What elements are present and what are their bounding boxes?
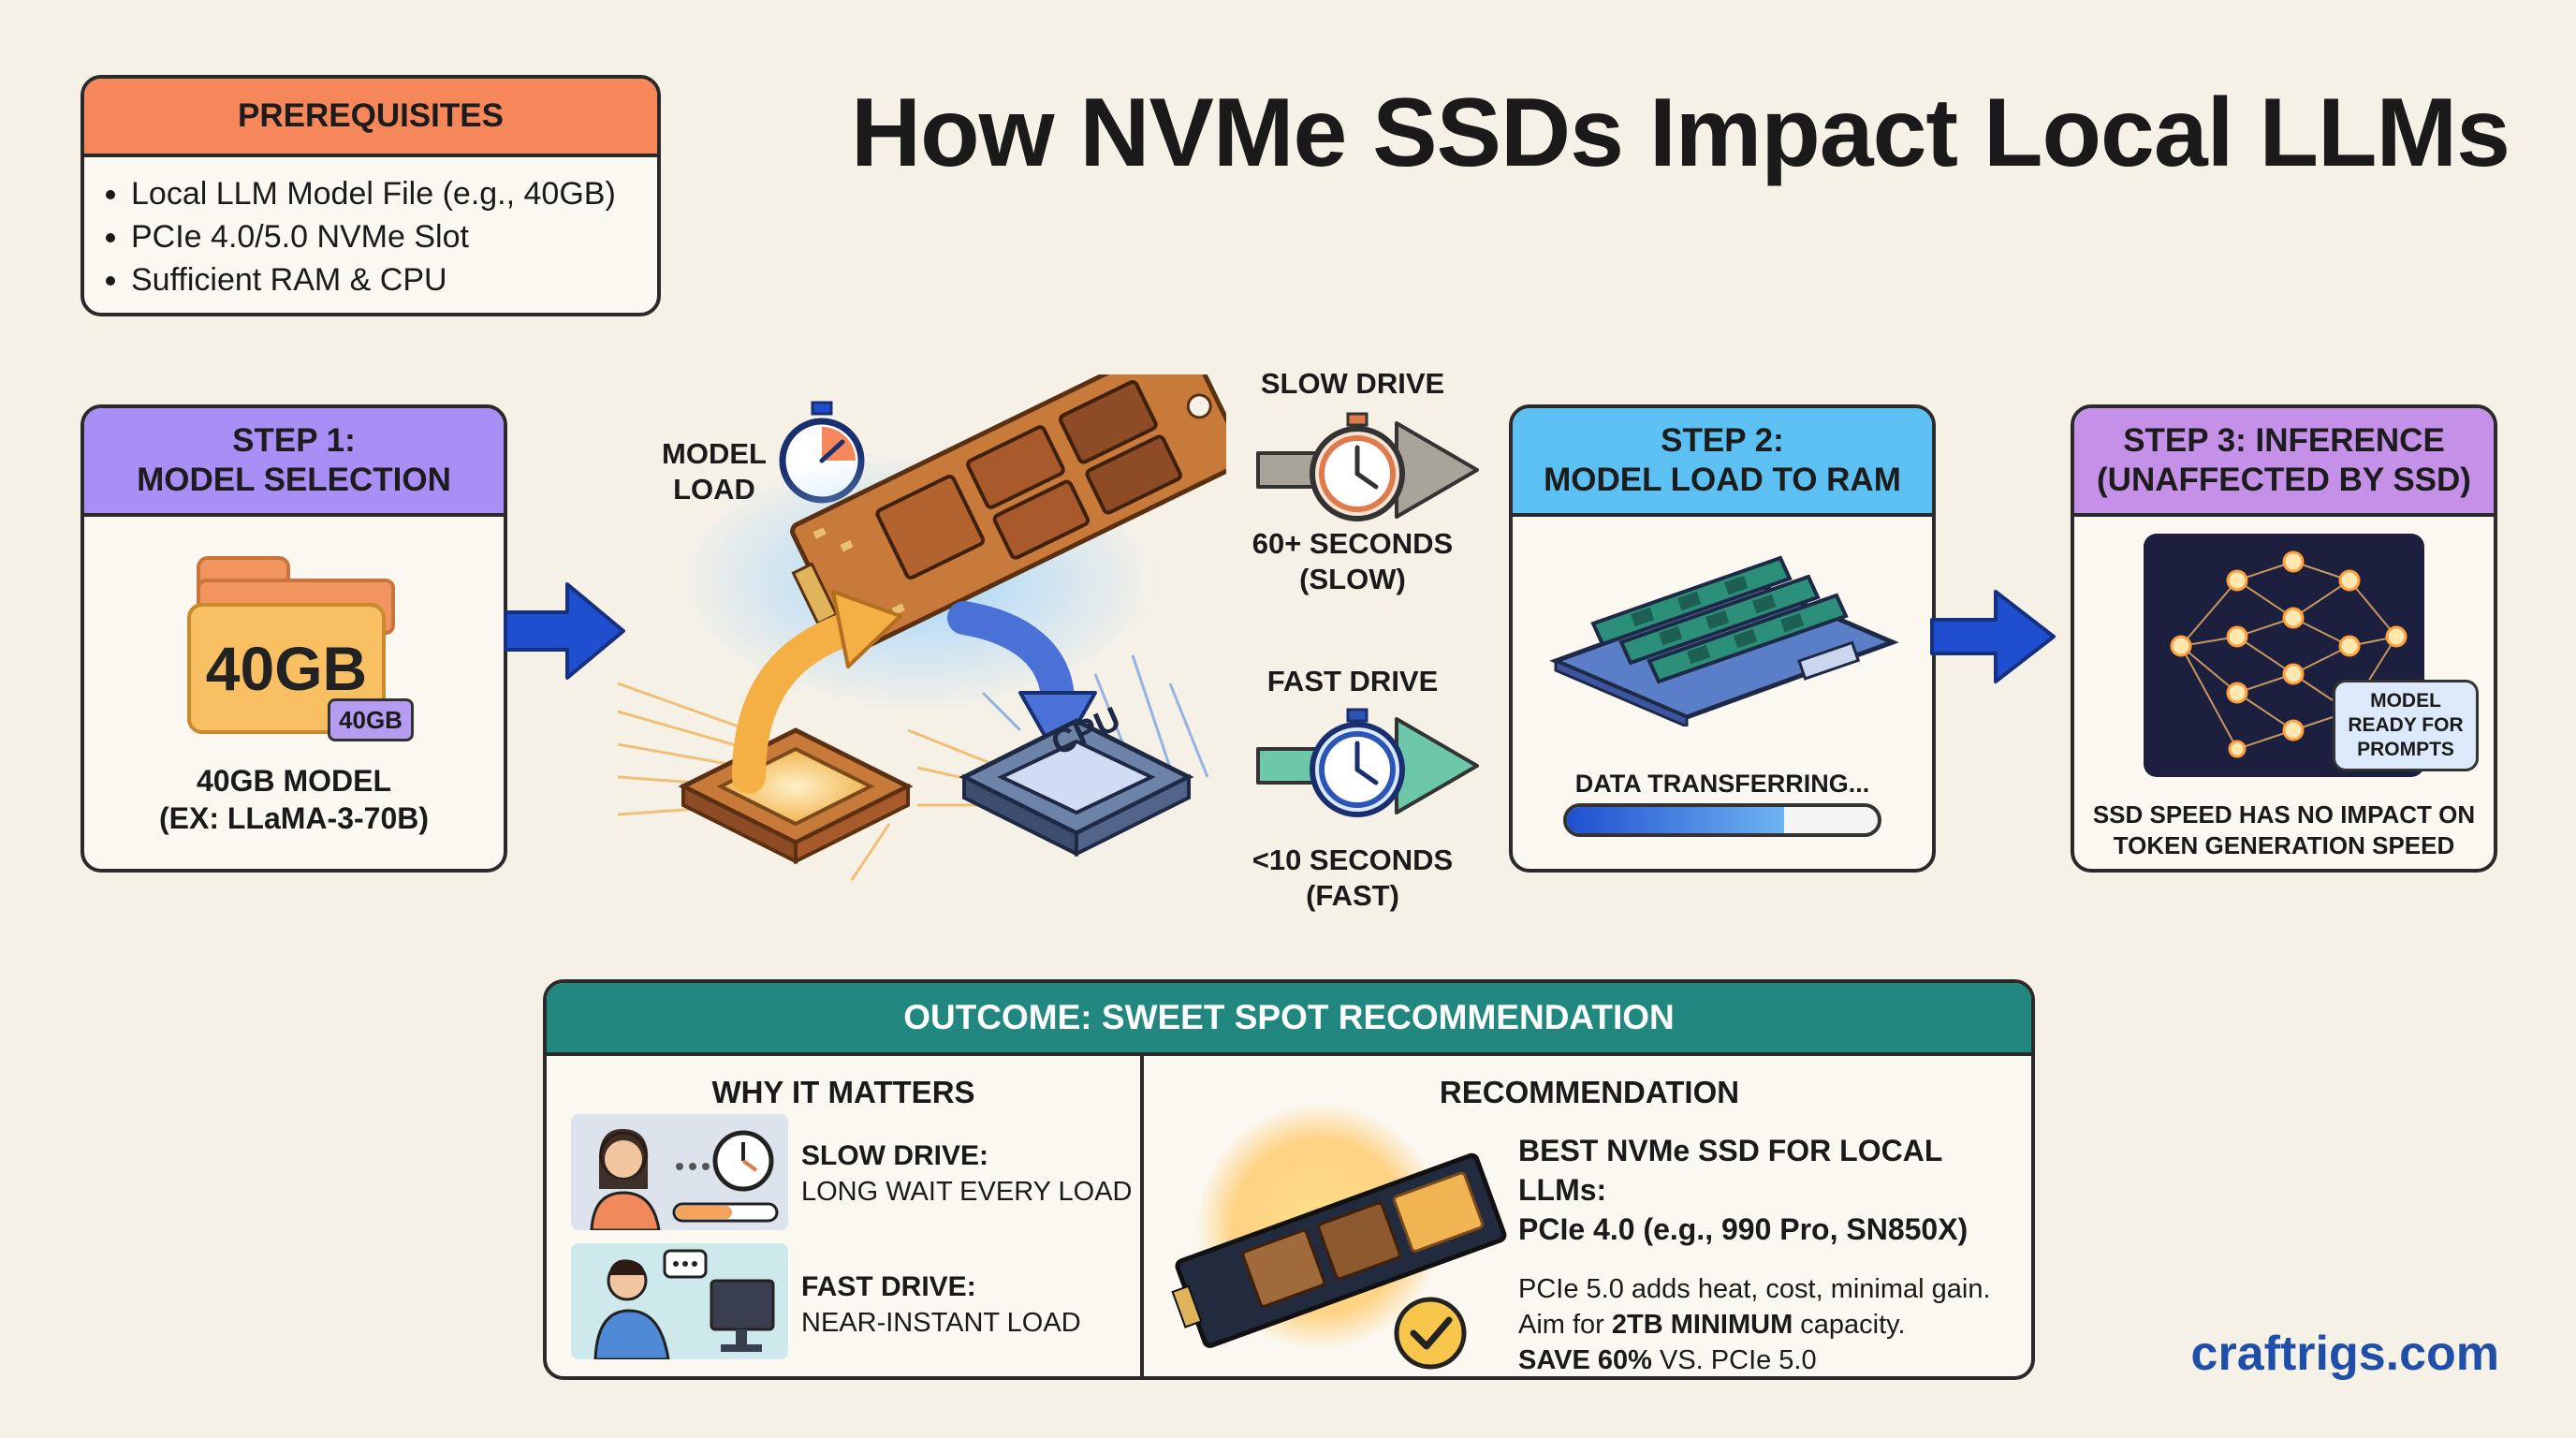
prerequisite-item: PCIe 4.0/5.0 NVMe Slot <box>131 215 646 258</box>
folder-size-label: 40GB <box>205 634 368 703</box>
step1-caption-line1: 40GB MODEL <box>196 764 392 798</box>
slow-drive-why-desc: LONG WAIT EVERY LOAD <box>801 1177 1133 1207</box>
page-title: How NVMe SSDs Impact Local LLMs <box>851 79 2510 187</box>
slow-drive-why: SLOW DRIVE: LONG WAIT EVERY LOAD <box>801 1138 1138 1210</box>
step1-header: STEP 1: MODEL SELECTION <box>84 408 504 517</box>
folder-icon: 40GB 40GB <box>187 556 414 741</box>
recommendation-header: RECOMMENDATION <box>1439 1075 1740 1109</box>
recommended-ssd-icon <box>1171 1105 1507 1370</box>
prerequisites-header: PREREQUISITES <box>84 79 657 157</box>
note2-bold: 2TB MINIMUM <box>1611 1310 1793 1340</box>
fast-drive-why-title: FAST DRIVE: <box>801 1271 976 1302</box>
brand-link[interactable]: craftrigs.com <box>2190 1327 2499 1381</box>
fast-drive-why-desc: NEAR-INSTANT LOAD <box>801 1308 1081 1338</box>
note2-post: capacity. <box>1793 1310 1906 1340</box>
step2-card: STEP 2: MODEL LOAD TO RAM DATA TRANSFERR… <box>1509 404 1936 873</box>
step3-caption-line2: TOKEN GENERATION SPEED <box>2113 831 2455 859</box>
fast-time: <10 SECONDS (FAST) <box>1226 843 1479 914</box>
prerequisites-card: PREREQUISITES Local LLM Model File (e.g.… <box>80 75 661 316</box>
bubble-line1: MODEL <box>2370 690 2441 712</box>
step3-title-line1: STEP 3: INFERENCE <box>2123 422 2445 459</box>
flow-arrow-icon <box>504 582 625 680</box>
best-ssd-line1: BEST NVMe SSD FOR LOCAL LLMs: <box>1518 1134 1942 1207</box>
slow-time: 60+ SECONDS (SLOW) <box>1226 526 1479 597</box>
step1-caption-line2: (EX: LLaMA-3-70B) <box>158 801 429 835</box>
slow-drive-label: SLOW DRIVE <box>1260 367 1445 400</box>
slow-arrow-icon <box>1256 412 1479 521</box>
flow-arrow-icon <box>1930 590 2056 683</box>
bubble-line2: READY FOR <box>2348 714 2464 736</box>
prerequisites-list: Local LLM Model File (e.g., 40GB) PCIe 4… <box>84 172 646 301</box>
step3-title-line2: (UNAFFECTED BY SSD) <box>2097 462 2471 498</box>
slow-time-line1: 60+ SECONDS <box>1251 527 1454 560</box>
model-load-label: MODEL LOAD <box>651 436 777 507</box>
folder-badge: 40GB <box>328 698 414 741</box>
step3-card: STEP 3: INFERENCE (UNAFFECTED BY SSD) MO… <box>2071 404 2497 873</box>
ssd-cpu-illustration <box>617 374 1226 881</box>
transfer-progress-bar <box>1563 803 1881 837</box>
step1-title-line2: MODEL SELECTION <box>137 462 451 498</box>
outcome-header: OUTCOME: SWEET SPOT RECOMMENDATION <box>547 983 2031 1056</box>
prerequisite-item: Local LLM Model File (e.g., 40GB) <box>131 172 646 215</box>
why-header: WHY IT MATTERS <box>711 1075 975 1109</box>
fast-time-line1: <10 SECONDS <box>1251 844 1454 876</box>
model-load-line1: MODEL <box>662 437 767 470</box>
recommendation-note1: PCIe 5.0 adds heat, cost, minimal gain. <box>1518 1274 1991 1304</box>
outcome-header-label: OUTCOME: SWEET SPOT RECOMMENDATION <box>903 998 1675 1036</box>
recommendation-note3: SAVE 60% VS. PCIe 5.0 <box>1518 1343 2024 1376</box>
waiting-person-icon <box>571 1114 788 1230</box>
recommendation-note2: Aim for 2TB MINIMUM capacity. <box>1518 1307 2024 1343</box>
fast-drive-label: FAST DRIVE <box>1266 665 1439 697</box>
best-ssd-line2: PCIe 4.0 (e.g., 990 Pro, SN850X) <box>1518 1212 1969 1246</box>
fast-arrow-icon <box>1256 708 1479 817</box>
model-ready-bubble: MODEL READY FOR PROMPTS <box>2333 680 2479 771</box>
note3-bold: SAVE 60% <box>1518 1345 1652 1375</box>
note2-pre: Aim for <box>1518 1310 1612 1340</box>
step2-title-line1: STEP 2: <box>1661 422 1784 459</box>
bubble-line3: PROMPTS <box>2357 739 2454 760</box>
step3-header: STEP 3: INFERENCE (UNAFFECTED BY SSD) <box>2074 408 2494 517</box>
transfer-label: DATA TRANSFERRING... <box>1574 770 1870 798</box>
recommendation-text: BEST NVMe SSD FOR LOCAL LLMs: PCIe 4.0 (… <box>1518 1131 2024 1376</box>
step1-caption: 40GB MODEL (EX: LLaMA-3-70B) <box>84 762 504 837</box>
prerequisites-header-label: PREREQUISITES <box>238 97 504 134</box>
outcome-card: OUTCOME: SWEET SPOT RECOMMENDATION WHY I… <box>543 979 2035 1380</box>
step1-title-line1: STEP 1: <box>232 422 356 459</box>
slow-drive-why-title: SLOW DRIVE: <box>801 1140 988 1171</box>
step2-header: STEP 2: MODEL LOAD TO RAM <box>1513 408 1932 517</box>
step2-title-line2: MODEL LOAD TO RAM <box>1544 462 1901 498</box>
slow-time-line2: (SLOW) <box>1299 563 1406 595</box>
prerequisite-item: Sufficient RAM & CPU <box>131 258 646 301</box>
step1-card: STEP 1: MODEL SELECTION 40GB 40GB 40GB M… <box>80 404 507 873</box>
transfer-progress-fill <box>1567 807 1785 833</box>
note3-post: VS. PCIe 5.0 <box>1651 1345 1817 1375</box>
step3-caption-line1: SSD SPEED HAS NO IMPACT ON <box>2092 800 2476 829</box>
step3-caption: SSD SPEED HAS NO IMPACT ON TOKEN GENERAT… <box>2074 800 2494 861</box>
fast-time-line2: (FAST) <box>1306 879 1399 912</box>
outcome-divider <box>1140 1052 1144 1376</box>
happy-person-icon <box>571 1243 788 1359</box>
folder-badge-label: 40GB <box>339 705 402 734</box>
fast-drive-why: FAST DRIVE: NEAR-INSTANT LOAD <box>801 1269 1138 1341</box>
ram-modules-icon <box>1549 555 1899 726</box>
